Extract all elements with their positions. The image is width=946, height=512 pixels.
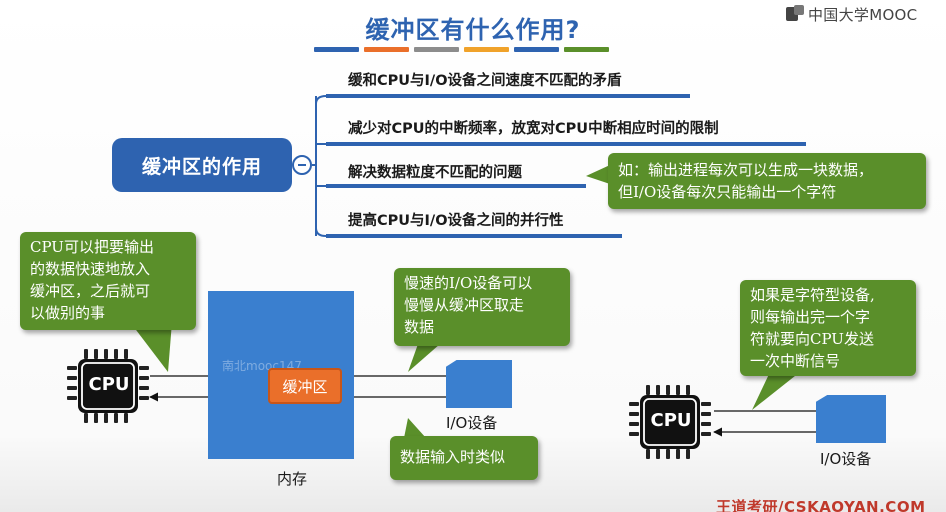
callout-line: 的数据快速地放入: [30, 260, 151, 278]
mindmap-branch-underline: [326, 94, 690, 98]
cpu-label: CPU: [650, 410, 692, 431]
callout-line: 一次中断信号: [750, 352, 841, 370]
callout-line: 如：输出进程每次可以生成一块数据，: [618, 161, 874, 179]
title-color-bar: [364, 47, 409, 52]
cpu-chip-icon: [629, 385, 711, 459]
title-color-bar: [464, 47, 509, 52]
io-device-icon: [446, 360, 512, 408]
callout-line: 如果是字符型设备,: [750, 286, 875, 304]
io-device-label: I/O设备: [446, 414, 498, 432]
callout-line: 慢慢从缓冲区取走: [404, 296, 525, 314]
char-device-callout: 如果是字符型设备, 则每输出完一个字 符就要向CPU发送 一次中断信号: [740, 280, 916, 376]
cpu-label: CPU: [88, 374, 130, 395]
mooc-logo: 中国大学MOOC: [786, 4, 917, 24]
mooc-logo-text: 中国大学MOOC: [808, 5, 918, 24]
input-similar-callout: 数据输入时类似: [390, 436, 538, 480]
memory-label: 内存: [277, 470, 308, 488]
callout-line: 数据输入时类似: [400, 448, 506, 466]
callout-line: 数据: [404, 318, 435, 336]
title-color-bar: [514, 47, 559, 52]
cpu-chip-icon: [67, 349, 149, 423]
mindmap-branch-label: 解决数据粒度不匹配的问题: [348, 165, 522, 181]
page-title: 缓冲区有什么作用?: [365, 16, 581, 44]
mindmap-branch-underline: [326, 184, 586, 188]
collapse-toggle-icon[interactable]: [292, 155, 312, 175]
granularity-example-callout: 如：输出进程每次可以生成一块数据， 但I/O设备每次只能输出一个字符: [608, 153, 926, 209]
mindmap-root-node: 缓冲区的作用: [112, 138, 292, 192]
io-device-icon: [816, 395, 886, 443]
callout-line: 慢速的I/O设备可以: [404, 274, 533, 292]
title-color-bar: [314, 47, 359, 52]
callout-line: CPU可以把要输出: [30, 238, 154, 256]
mindmap-branch-underline: [326, 234, 622, 238]
cpu-note-callout: CPU可以把要输出 的数据快速地放入 缓冲区，之后就可 以做别的事: [20, 232, 196, 330]
mindmap-branch-label: 提高CPU与I/O设备之间的并行性: [348, 213, 564, 229]
slow-io-callout: 慢速的I/O设备可以 慢慢从缓冲区取走 数据: [394, 268, 570, 346]
mindmap-branch-label: 减少对CPU的中断频率，放宽对CPU中断相应时间的限制: [348, 121, 719, 137]
mindmap-branch-label: 缓和CPU与I/O设备之间速度不匹配的矛盾: [348, 73, 622, 89]
title-color-bar: [564, 47, 609, 52]
io-device-label: I/O设备: [820, 450, 872, 468]
callout-line: 但I/O设备每次只能输出一个字符: [618, 183, 837, 201]
callout-line: 以做别的事: [30, 304, 106, 322]
title-color-bar: [414, 47, 459, 52]
callout-line: 缓冲区，之后就可: [30, 282, 151, 300]
callout-line: 符就要向CPU发送: [750, 330, 874, 348]
footer-brand: 王道考研/CSKAOYAN.COM: [716, 498, 926, 512]
buffer-box: 缓冲区: [268, 368, 342, 404]
mooc-logo-icon: [786, 5, 804, 23]
mindmap-branch-underline: [326, 142, 806, 146]
callout-line: 则每输出完一个字: [750, 308, 871, 326]
